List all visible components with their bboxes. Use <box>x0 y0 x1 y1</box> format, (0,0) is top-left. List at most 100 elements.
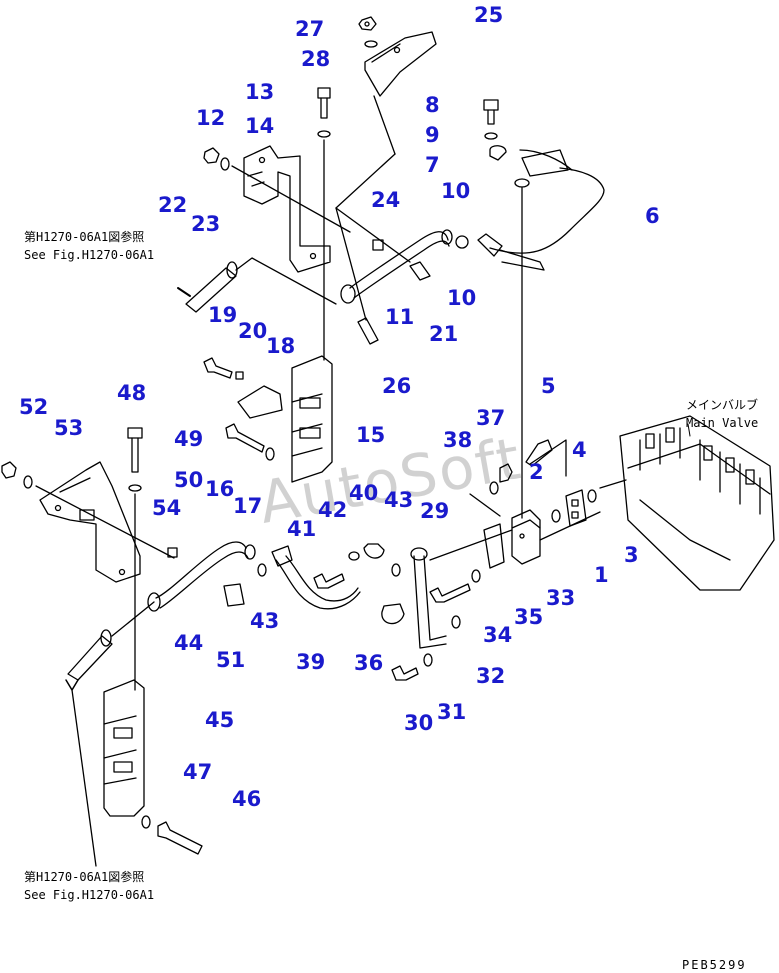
washer-38 <box>489 481 499 495</box>
callout-49: 49 <box>174 427 204 451</box>
callout-39: 39 <box>296 650 326 674</box>
callout-52: 52 <box>19 395 49 419</box>
oring-32 <box>451 615 461 629</box>
oring-10-lower <box>455 235 469 249</box>
callout-32: 32 <box>476 664 506 688</box>
callout-5: 5 <box>541 374 556 398</box>
callout-23: 23 <box>191 212 221 236</box>
washer-9 <box>484 132 498 140</box>
bracket-48 <box>39 461 141 583</box>
main-valve-label-en: Main Valve <box>686 416 759 430</box>
callout-38: 38 <box>443 428 473 452</box>
washer-50 <box>128 484 142 492</box>
cover-plate-25 <box>364 31 437 97</box>
bracket-15 <box>291 355 333 483</box>
callout-6: 6 <box>645 204 660 228</box>
nut-52 <box>1 461 17 479</box>
bolt-34 <box>429 583 471 603</box>
callout-7: 7 <box>425 153 440 177</box>
main-valve <box>599 415 775 591</box>
callout-54: 54 <box>152 496 182 520</box>
callout-13: 13 <box>245 80 275 104</box>
callout-43-right: 43 <box>384 488 414 512</box>
callout-21: 21 <box>429 322 459 346</box>
callout-4: 4 <box>572 438 587 462</box>
callout-8: 8 <box>425 93 440 117</box>
callout-42: 42 <box>318 498 348 522</box>
washer-47 <box>141 815 151 829</box>
callout-43-left: 43 <box>250 609 280 633</box>
bolt-49 <box>127 427 143 473</box>
nut-22 <box>203 147 220 164</box>
bolt-30 <box>391 665 419 681</box>
callout-53: 53 <box>54 416 84 440</box>
clip-24 <box>372 239 384 251</box>
oring-43-right <box>391 563 401 577</box>
ref-lower-en: See Fig.H1270-06A1 <box>24 888 155 902</box>
callout-30: 30 <box>404 711 434 735</box>
callout-28: 28 <box>301 47 331 71</box>
hose-fitting-51 <box>223 583 245 607</box>
nut-20 <box>235 371 244 380</box>
callout-1: 1 <box>594 563 609 587</box>
callout-22: 22 <box>158 193 188 217</box>
flange-33 <box>483 523 505 569</box>
ref-lower-jp: 第H1270-06A1図参照 <box>24 870 145 884</box>
callout-12: 12 <box>196 106 226 130</box>
clamp-7 <box>489 145 507 161</box>
callout-2: 2 <box>529 460 544 484</box>
callout-25: 25 <box>474 3 504 27</box>
washer-28 <box>364 40 378 48</box>
hose-fitting-21 <box>409 261 431 281</box>
callout-48: 48 <box>117 381 147 405</box>
washer-35 <box>471 569 481 583</box>
pipe-11 <box>340 229 453 304</box>
bolt-37 <box>499 463 513 483</box>
bracket-12 <box>243 145 331 273</box>
callout-51: 51 <box>216 648 246 672</box>
washer-14 <box>317 130 331 138</box>
drawing-code: PEB5299 <box>682 958 747 972</box>
nut-27 <box>358 16 377 31</box>
washer-31 <box>423 653 433 667</box>
block-1 <box>511 509 541 565</box>
pipe-29 <box>410 547 447 649</box>
fitting-26 <box>357 317 379 345</box>
pipe-stub-lower <box>67 629 113 681</box>
callout-31: 31 <box>437 700 467 724</box>
callout-19: 19 <box>208 303 238 327</box>
callout-15: 15 <box>356 423 386 447</box>
callout-10-upper: 10 <box>441 179 471 203</box>
callout-34: 34 <box>483 623 513 647</box>
callout-41: 41 <box>287 517 317 541</box>
washer-42 <box>348 551 360 561</box>
bolt-5 <box>525 439 553 467</box>
callout-11: 11 <box>385 305 415 329</box>
callout-14: 14 <box>245 114 275 138</box>
bolt-19 <box>203 357 233 379</box>
bolt-8 <box>483 99 499 125</box>
main-valve-label-jp: メインバルブ <box>686 398 759 412</box>
oring-4 <box>587 489 597 503</box>
clamp-36 <box>381 603 405 625</box>
plate-3 <box>565 489 587 527</box>
washer-53 <box>23 475 33 489</box>
callout-33: 33 <box>546 586 576 610</box>
callout-27: 27 <box>295 17 325 41</box>
callout-40: 40 <box>349 481 379 505</box>
callout-10-lower: 10 <box>447 286 477 310</box>
ref-upper-jp: 第H1270-06A1図参照 <box>24 230 145 244</box>
washer-17 <box>265 447 275 461</box>
callout-26: 26 <box>382 374 412 398</box>
callout-46: 46 <box>232 787 262 811</box>
bolt-41 <box>313 573 345 589</box>
callout-3: 3 <box>624 543 639 567</box>
clip-54 <box>167 547 178 558</box>
oring-43-left <box>257 563 267 577</box>
callout-35: 35 <box>514 605 544 629</box>
oring-10-upper <box>514 178 530 188</box>
callout-20: 20 <box>238 319 268 343</box>
callout-18: 18 <box>266 334 296 358</box>
callout-47: 47 <box>183 760 213 784</box>
